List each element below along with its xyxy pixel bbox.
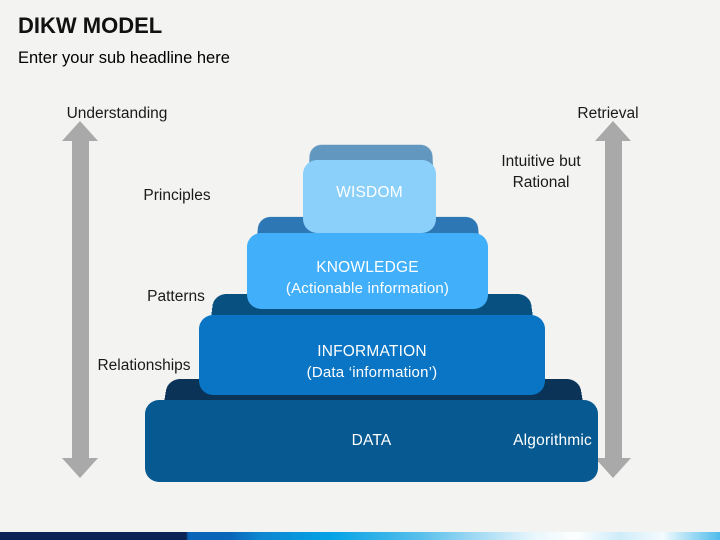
arrowhead-up-icon [595,121,631,141]
footer-gradient-bar [0,532,720,540]
page-subtitle: Enter your sub headline here [18,49,230,67]
intuitive-line2: Rational [512,174,570,191]
arrowhead-down-icon [62,458,98,478]
knowledge-block-face: KNOWLEDGE (Actionable information) [247,233,488,309]
principles-label: Principles [143,187,211,204]
data-block-title: DATA [351,432,392,449]
arrowhead-up-icon [62,121,98,141]
information-block-subtitle: (Data ‘information’) [306,363,438,381]
wisdom-block-face: WISDOM [303,160,436,233]
retrieval-label: Retrieval [577,105,639,122]
intuitive-line1: Intuitive but [501,153,581,170]
knowledge-block-subtitle: (Actionable information) [285,279,450,297]
retrieval-double-arrow-icon [595,121,631,478]
arrow-shaft [604,141,622,458]
information-block-title: INFORMATION [317,342,427,360]
wisdom-block-title: WISDOM [336,183,403,201]
intuitive-but-rational-label: Intuitive but Rational [501,151,580,193]
relationships-label: Relationships [97,357,191,374]
understanding-double-arrow-icon [62,121,98,478]
patterns-label: Patterns [147,288,205,305]
arrow-shaft [71,141,89,458]
information-block-face: INFORMATION (Data ‘information’) [199,315,545,395]
page-title: DIKW MODEL [18,13,163,38]
algorithmic-label: Algorithmic [513,432,592,449]
understanding-label: Understanding [66,105,168,122]
knowledge-block-title: KNOWLEDGE [316,258,419,276]
arrowhead-down-icon [595,458,631,478]
data-block-face: DATA Algorithmic [145,400,598,482]
